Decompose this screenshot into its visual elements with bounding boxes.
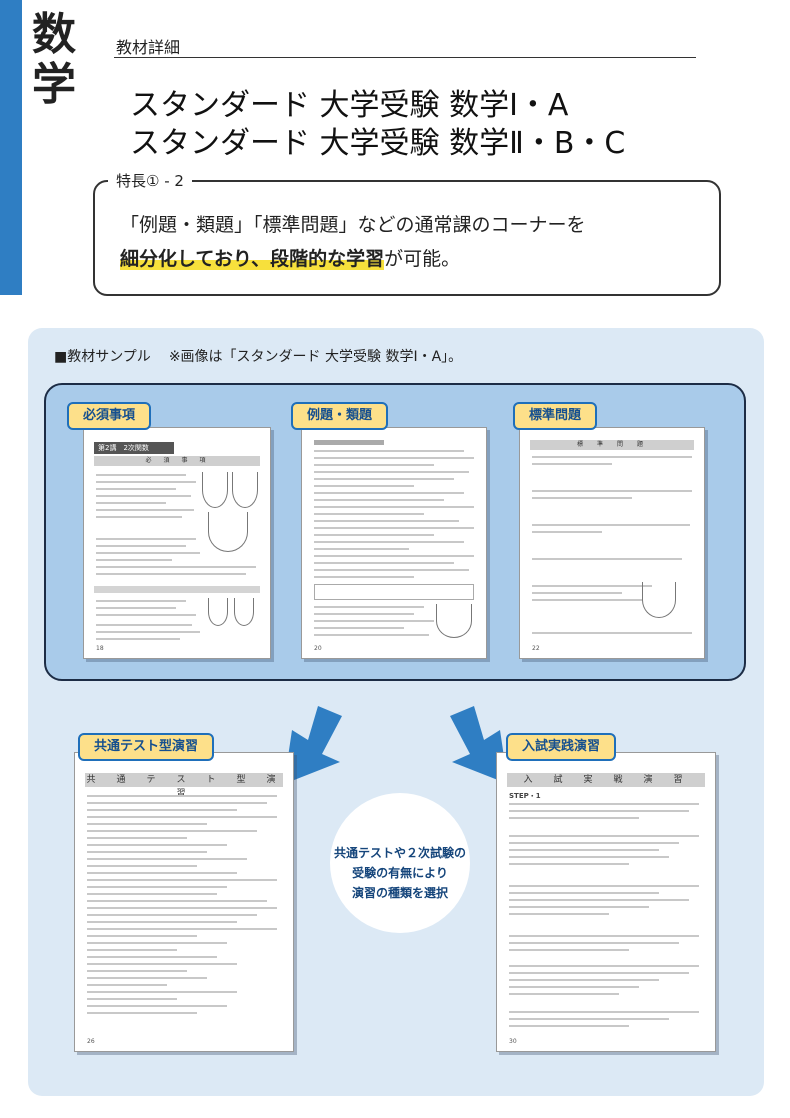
center-text-line-3: 演習の種類を選択 <box>351 886 448 900</box>
feature-text-rest: が可能。 <box>384 248 461 270</box>
feature-box <box>93 180 721 296</box>
center-text-line-2: 受験の有無により <box>352 866 448 880</box>
chapter-heading: 第2講 2次関数 <box>94 442 174 454</box>
examples-page-thumbnail: 20 <box>301 427 487 659</box>
standard-page-thumbnail: 標 準 問 題 22 <box>519 427 705 659</box>
title-line-1: スタンダード 大学受験 数学Ⅰ・A <box>130 88 569 123</box>
common-test-section-header: 共 通 テ ス ト 型 演 習 <box>85 773 291 799</box>
arrow-right-icon <box>450 706 508 784</box>
essentials-section-header: 必 須 事 項 <box>94 456 260 466</box>
essentials-page-thumbnail: 第2講 2次関数 必 須 事 項 18 <box>83 427 271 659</box>
section-label: 教材詳細 <box>116 38 181 57</box>
sample-heading-title: ■教材サンプル <box>54 349 151 365</box>
page-number: 30 <box>509 1038 517 1045</box>
page-number: 26 <box>87 1038 95 1045</box>
tag-entrance-exam: 入試実践演習 <box>506 733 617 761</box>
page-number: 22 <box>532 645 540 652</box>
header-divider <box>114 57 696 58</box>
feature-label: 特長① - 2 <box>108 170 192 191</box>
center-callout-circle <box>330 793 470 933</box>
tag-common-test: 共通テスト型演習 <box>78 733 215 761</box>
title-line-2: スタンダード 大学受験 数学Ⅱ・B・C <box>130 126 626 161</box>
common-test-page-thumbnail: 共 通 テ ス ト 型 演 習 26 <box>74 752 294 1052</box>
tag-essentials: 必須事項 <box>67 402 152 430</box>
sample-heading: ■教材サンプル ※画像は「スタンダード 大学受験 数学Ⅰ・A」。 <box>54 346 462 366</box>
page-number: 20 <box>314 645 322 652</box>
center-text-line-1: 共通テストや２次試験の <box>333 846 466 860</box>
arrow-left-icon <box>284 706 342 784</box>
tag-examples: 例題・類題 <box>291 402 389 430</box>
feature-highlight: 細分化しており、段階的な学習 <box>120 248 385 270</box>
entrance-exam-page-thumbnail: 入 試 実 戦 演 習 STEP・1 30 <box>496 752 716 1052</box>
standard-section-header: 標 準 問 題 <box>530 440 694 450</box>
accent-side-bar <box>0 0 22 295</box>
sample-heading-note: ※画像は「スタンダード 大学受験 数学Ⅰ・A」。 <box>168 349 463 365</box>
feature-text-line-1: 「例題・類題」「標準問題」などの通常課のコーナーを <box>120 214 586 236</box>
step-label: STEP・1 <box>509 792 541 800</box>
tag-standard: 標準問題 <box>513 402 598 430</box>
feature-text-line-2: 細分化しており、段階的な学習が可能。 <box>120 244 460 271</box>
entrance-section-header: 入 試 実 戦 演 習 <box>507 773 705 787</box>
center-callout-text: 共通テストや２次試験の 受験の有無により 演習の種類を選択 <box>330 843 470 903</box>
page-number: 18 <box>96 645 104 652</box>
subject-label: 数学 <box>32 9 76 110</box>
